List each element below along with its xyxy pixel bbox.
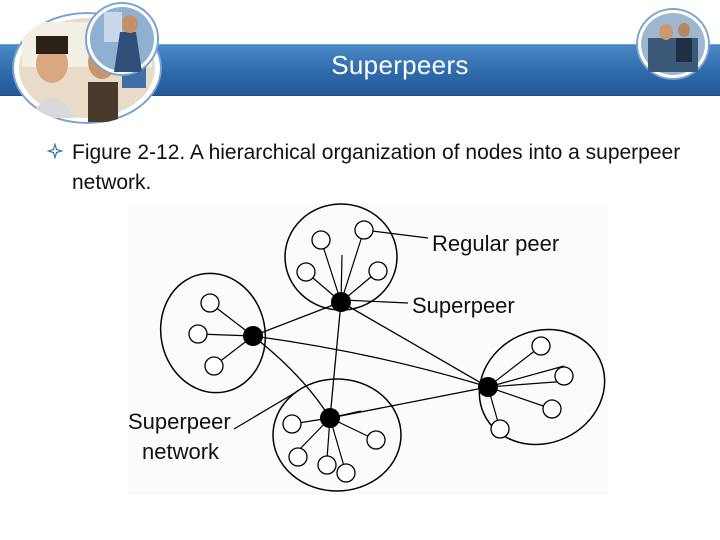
superpeers	[243, 292, 498, 428]
superpeer-network-diagram: Regular peer Superpeer Superpeer network	[128, 203, 608, 495]
diamond-bullet-icon	[46, 142, 64, 160]
superpeer-network-label-line2: network	[142, 439, 220, 464]
business-man-photo-center	[84, 2, 160, 76]
group-boundary-right	[478, 328, 606, 446]
superpeer-network-label-line1: Superpeer	[128, 409, 231, 434]
group-boundary-left	[159, 272, 267, 394]
regular-peers	[188, 220, 574, 483]
regular-peer-label: Regular peer	[432, 231, 559, 256]
superpeer-label: Superpeer	[412, 293, 515, 318]
group-boundary-bottom	[272, 378, 402, 492]
slide-title: Superpeers	[331, 50, 469, 80]
business-team-photo-right	[636, 8, 710, 80]
caption-text: Figure 2-12. A hierarchical organization…	[72, 141, 681, 194]
superpeer-links	[252, 301, 489, 419]
